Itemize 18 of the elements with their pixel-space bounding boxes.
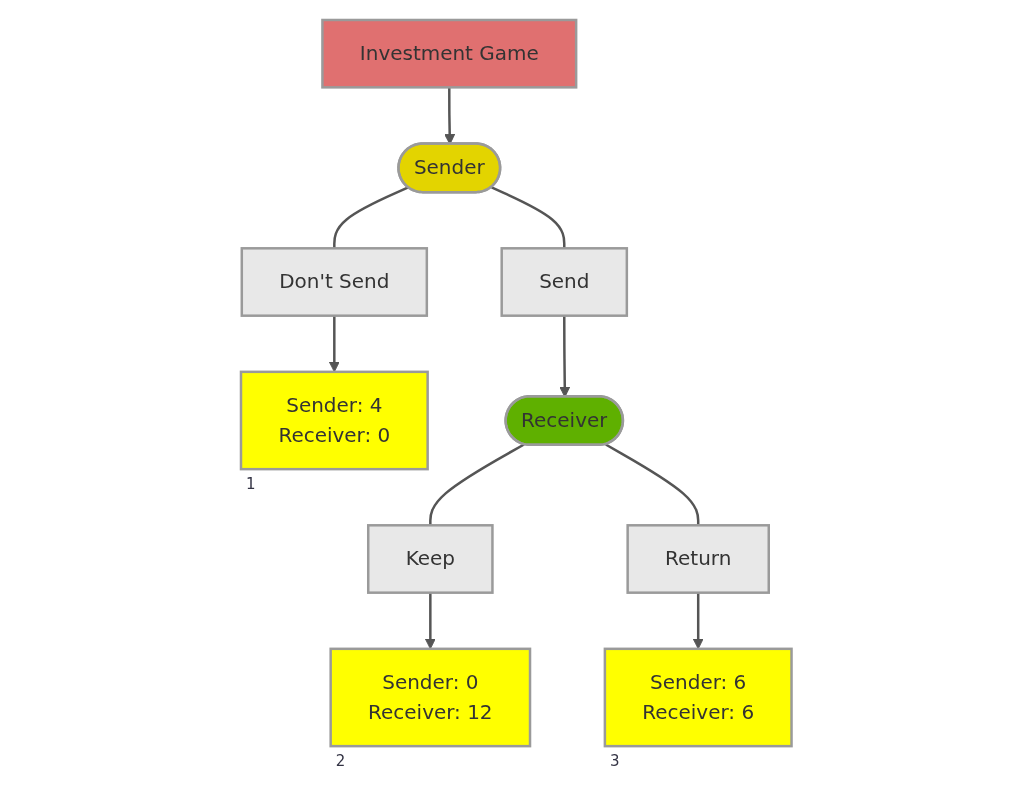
connector	[332, 185, 409, 248]
node-box: Return	[626, 523, 770, 594]
node-box: Don't Send	[240, 246, 428, 317]
node-box: Send	[500, 246, 628, 317]
node-box: Sender: 6 Receiver: 6	[603, 647, 793, 747]
arrow	[692, 592, 704, 649]
connector	[490, 185, 566, 248]
connector	[604, 442, 700, 525]
node-box: Sender: 0 Receiver: 12	[329, 647, 531, 747]
node-box: Sender: 4 Receiver: 0	[239, 370, 429, 470]
node-box: Investment Game	[320, 18, 578, 89]
leaf-number: 3	[609, 751, 620, 770]
leaf-number: 2	[335, 751, 345, 770]
leaf-number: 1	[245, 474, 256, 493]
connector	[428, 442, 525, 525]
arrow	[424, 592, 436, 649]
node-box: Keep	[366, 523, 494, 594]
arrow	[328, 315, 340, 372]
